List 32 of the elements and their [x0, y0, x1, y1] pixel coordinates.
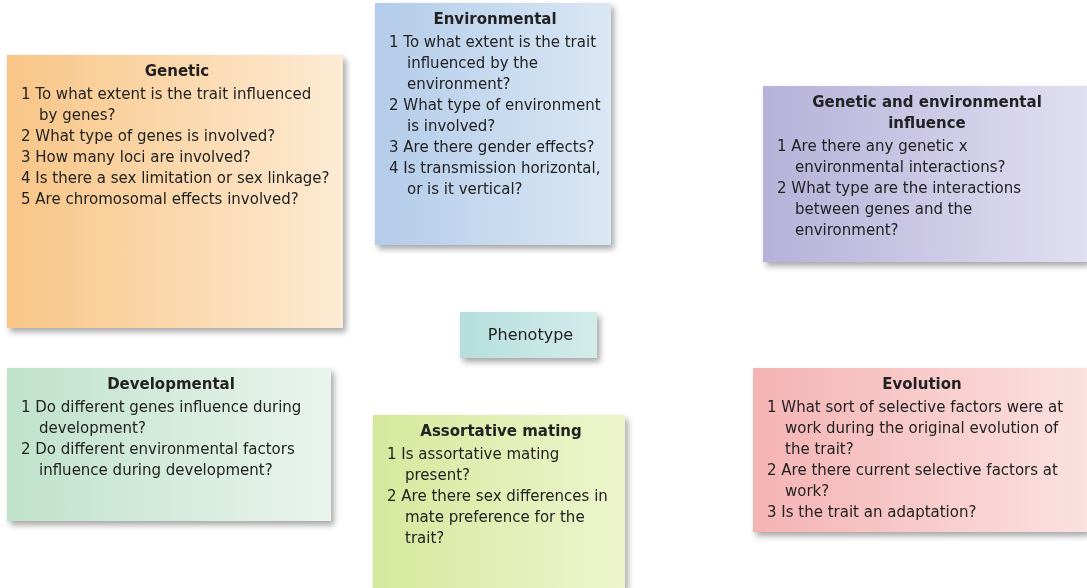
- question-text: 2 Are there current selective factors at work?: [767, 460, 1059, 502]
- question-text: 1 To what extent is the trait influenced by genes?: [21, 84, 313, 126]
- question-text: 2 Do different environmental factors influence during development?: [21, 439, 296, 481]
- question-text: 4 Is there a sex limitation or sex linkage?: [21, 168, 331, 189]
- card-heading: Developmental: [106, 374, 236, 395]
- question-text: 3 Is the trait an adaptation?: [767, 502, 978, 523]
- environmental-card: [375, 3, 611, 245]
- question-text: 1 What sort of selective factors were at work during the original evolution of the trait?: [767, 397, 1065, 460]
- card-heading: Genetic and environmental influence: [811, 92, 1043, 134]
- phenotype-box: [460, 312, 597, 358]
- card-heading: Assortative mating: [419, 421, 583, 442]
- question-text: 4 Is transmission horizontal, or is it vertical?: [389, 158, 601, 200]
- evolution-card: [753, 368, 1087, 532]
- question-text: 1 Is assortative mating present?: [387, 444, 561, 486]
- card-heading: Genetic: [143, 61, 211, 82]
- question-text: 3 How many loci are involved?: [21, 147, 252, 168]
- node-label: Phenotype: [486, 324, 575, 345]
- genetic-card: [7, 55, 343, 328]
- question-text: 2 What type are the interactions between genes and the environment?: [777, 178, 1023, 241]
- card-heading: Environmental: [432, 9, 558, 30]
- card-heading: Evolution: [881, 374, 963, 395]
- question-text: 2 What type of environment is involved?: [389, 95, 601, 137]
- question-text: 2 Are there sex differences in mate preference for the trait?: [387, 486, 609, 549]
- question-text: 1 To what extent is the trait influenced by the environment?: [389, 32, 598, 95]
- assortative-mating-card: [373, 415, 625, 588]
- question-text: 5 Are chromosomal effects involved?: [21, 189, 300, 210]
- question-text: 1 Are there any genetic x environmental interactions?: [777, 136, 1007, 178]
- question-text: 1 Do different genes influence during development?: [21, 397, 303, 439]
- question-text: 2 What type of genes is involved?: [21, 126, 277, 147]
- developmental-card: [7, 368, 331, 521]
- interaction-card: [763, 86, 1087, 262]
- question-text: 3 Are there gender effects?: [389, 137, 596, 158]
